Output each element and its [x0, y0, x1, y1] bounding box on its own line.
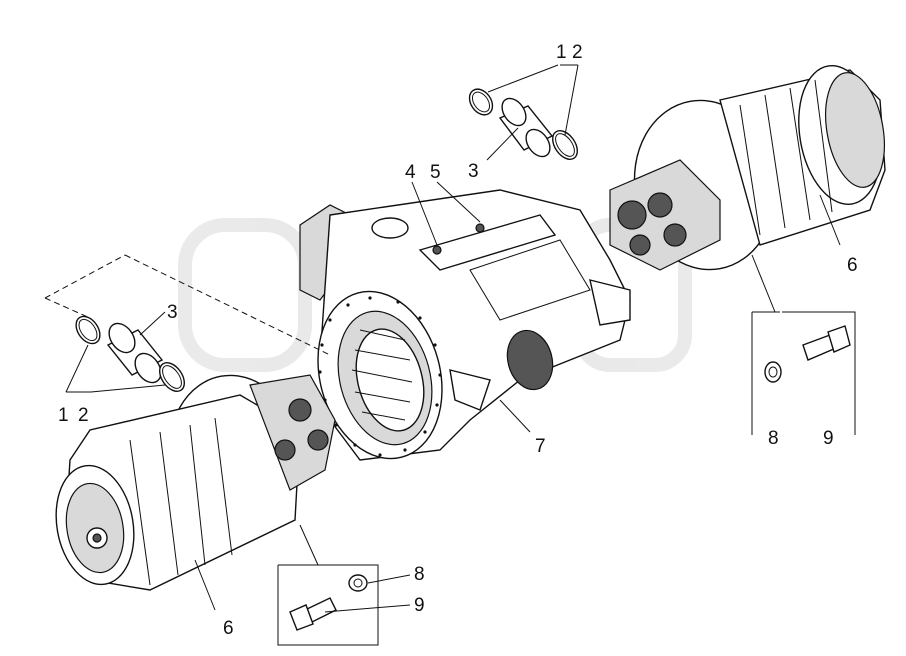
leader-lines	[65, 64, 841, 613]
left-fastener-box	[277, 564, 379, 646]
axle-housing	[299, 189, 631, 461]
callout-left-sleeve: 3	[167, 302, 178, 323]
callout-right-hub: 6	[847, 255, 858, 276]
top-sleeve	[498, 97, 554, 158]
callout-cover-washer: 5	[430, 162, 441, 183]
callout-left-bolt: 9	[414, 595, 425, 616]
callout-top-ring: 1	[556, 42, 567, 63]
left-wheel-hub	[55, 374, 336, 591]
callout-top-seal: 2	[572, 42, 583, 63]
callout-left-hub: 6	[223, 618, 234, 639]
assembly-guide-lines	[44, 254, 331, 356]
top-seal-ring	[468, 88, 494, 116]
callout-left-washer: 8	[414, 564, 425, 585]
callout-right-washer: 8	[768, 428, 779, 449]
callout-left-seal: 2	[78, 405, 89, 426]
callout-housing: 7	[535, 436, 546, 457]
callout-left-ring: 1	[58, 405, 69, 426]
left-seal-ring	[75, 315, 101, 345]
right-fastener-box	[751, 311, 856, 435]
callout-top-sleeve: 3	[468, 161, 479, 182]
right-wheel-hub	[609, 65, 886, 271]
callout-right-bolt: 9	[823, 428, 834, 449]
left-o-ring	[158, 361, 186, 393]
top-o-ring	[551, 129, 579, 161]
left-sleeve	[106, 322, 164, 384]
callout-cover-bolt: 4	[405, 162, 416, 183]
